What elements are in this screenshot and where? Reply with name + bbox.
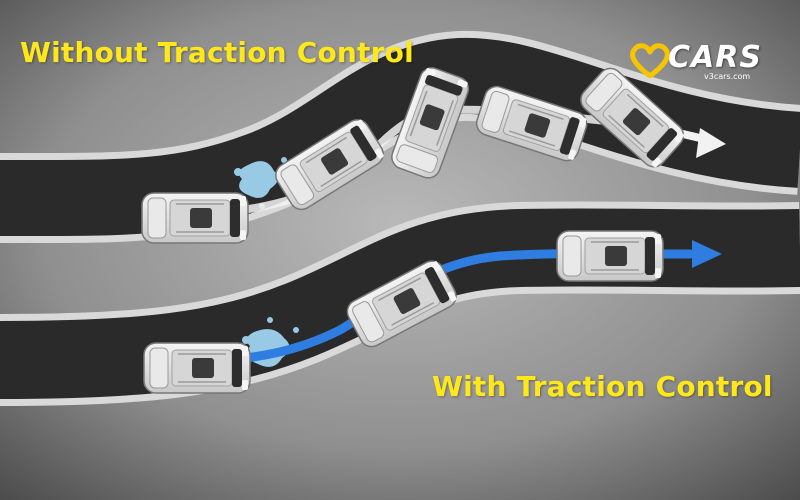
- caption-without-traction-control: Without Traction Control: [20, 36, 414, 69]
- car-icon: [556, 230, 664, 282]
- car-icon: [141, 192, 249, 244]
- logo-domain: v3cars.com: [704, 72, 751, 81]
- car-icon: [143, 342, 251, 394]
- caption-with-traction-control: With Traction Control: [432, 370, 773, 403]
- logo-wordmark: CARS: [668, 40, 762, 75]
- brand-logo: CARS v3cars.com: [630, 38, 780, 82]
- heart-logo-icon: [630, 43, 670, 78]
- direction-arrow-icon: [692, 240, 722, 268]
